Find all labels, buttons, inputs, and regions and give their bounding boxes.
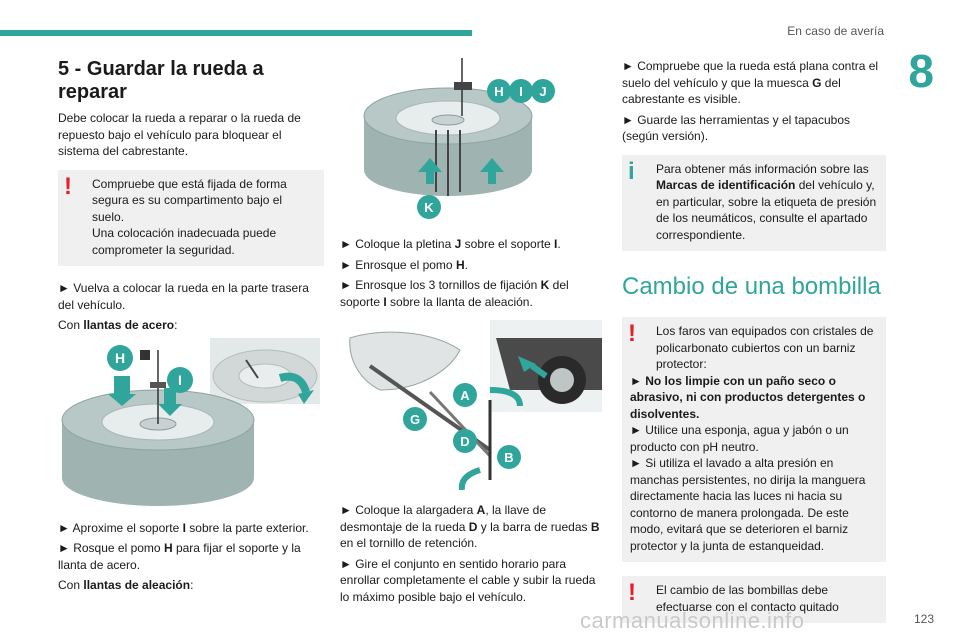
intro-paragraph: Debe colocar la rueda a reparar o la rue… [58,111,301,158]
info-icon: i [628,157,635,185]
bulb-ignition-warning: ! El cambio de las bombillas debe efectu… [622,576,886,623]
step-place-plate: ► Coloque la pletina J sobre el soporte … [340,237,561,251]
fig-label-g: G [410,412,420,427]
headlamp-warning-note: ! Los faros van equipados con cristales … [622,317,886,562]
section-title: En caso de avería [787,24,884,38]
step-check-wheel-flat: ► Compruebe que la rueda está plana cont… [622,59,879,106]
chapter-number: 8 [908,45,934,97]
fig-label-b: B [504,450,513,465]
watermark: carmanualsonline.info [580,608,805,633]
step-approach-support: ► Aproxime el soporte I sobre la parte e… [58,520,309,535]
exclamation-icon: ! [628,579,636,606]
headlamp-warning-intro: Los faros van equipados con cristales de… [656,324,874,371]
warning-text-1: Compruebe que está fijada de forma segur… [92,176,287,224]
exclamation-icon: ! [64,172,72,200]
heading-bulb-change: Cambio de una bombilla [622,273,881,300]
steel-rims-label: Con llantas de acero: [58,318,178,332]
warning-note: ! Compruebe que está fijada de forma seg… [58,169,324,266]
fig-label-a: A [460,388,470,403]
header-accent-bar [0,30,472,36]
fig-label-k: K [424,200,434,215]
step-store-tools: ► Guarde las herramientas y el tapacubos… [622,112,850,144]
headlamp-warning-bold: ► No los limpie con un paño seco o abras… [630,373,866,421]
page-number: 123 [913,612,934,626]
step-screw-knob: ► Rosque el pomo H para fijar el soporte… [58,541,301,572]
step-fit-extension: ► Coloque la alargadera A, la llave de d… [340,503,600,550]
fig-label-h2: H [494,84,503,99]
exclamation-icon: ! [628,320,636,347]
fig-label-d: D [460,434,469,449]
bulb-ignition-text: El cambio de las bombillas debe efectuar… [656,583,839,614]
step-screw-knob-h: ► Enrosque el pomo H. [340,257,468,272]
headlamp-warning-pressure: ► Si utiliza el lavado a alta presión en… [630,456,866,553]
fig-label-i2: I [519,84,523,99]
step-turn-clockwise: ► Gire el conjunto en sentido horario pa… [340,556,596,604]
info-note: i Para obtener más información sobre las… [622,154,886,251]
winch-tool-illustration: A G D B [340,320,602,490]
fig-label-h: H [115,350,125,366]
alloy-rim-illustration: H I J K [340,58,602,222]
column-right: ► Compruebe que la rueda está plana cont… [622,58,886,637]
warning-text-2: Una colocación inadecuada puede comprome… [92,226,277,257]
headlamp-warning-sponge: ► Utilice una esponja, agua y jabón o un… [630,423,849,454]
column-middle: H I J K ► Coloque la pletina J sobre el … [340,58,602,609]
steel-rim-illustration: H I [58,337,320,510]
alloy-rims-label: Con llantas de aleación: [58,578,194,592]
step-screw-bolts: ► Enrosque los 3 tornillos de fijación K… [340,278,569,309]
fig-label-i: I [178,372,182,388]
heading-store-wheel: 5 - Guardar la rueda a reparar [58,58,264,103]
step-put-back-wheel: ► Vuelva a colocar la rueda en la parte … [58,281,309,312]
fig-label-j: J [539,84,546,99]
column-left: 5 - Guardar la rueda a reparar Debe colo… [58,58,324,598]
